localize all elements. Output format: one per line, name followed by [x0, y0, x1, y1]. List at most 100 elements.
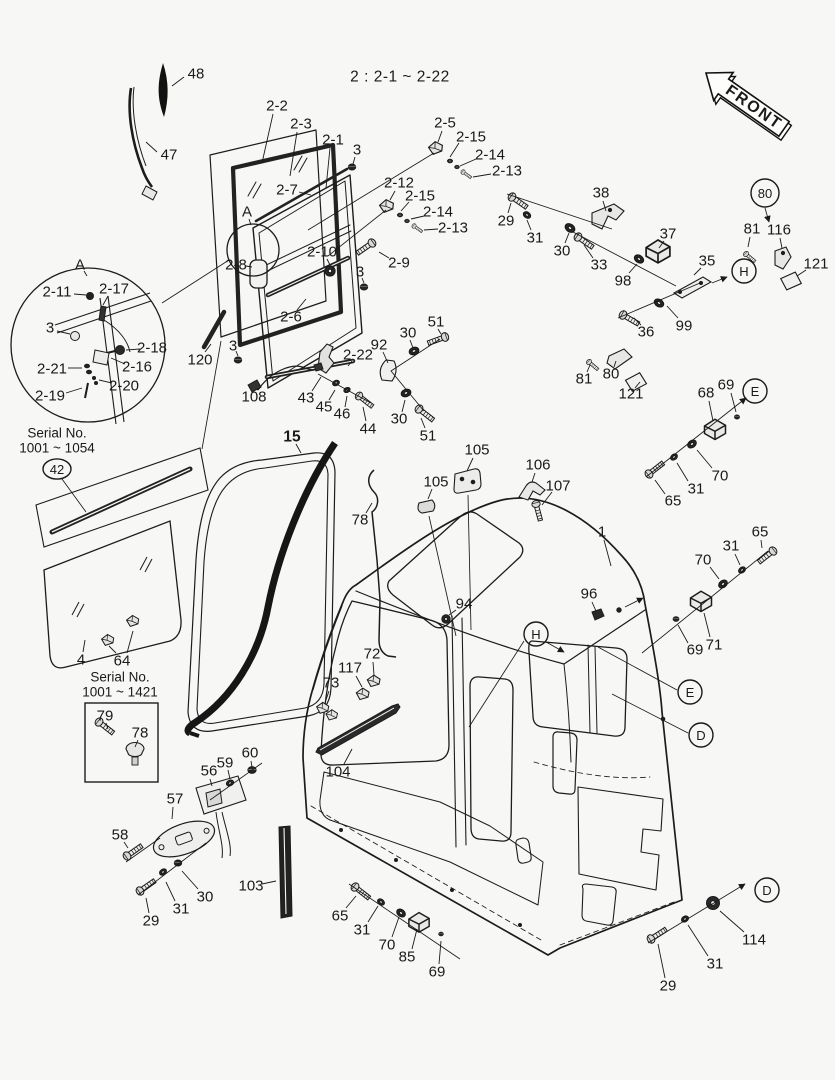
- part-label: 29: [143, 913, 160, 930]
- clip-96: [591, 608, 605, 621]
- leader-line: [703, 612, 711, 638]
- leader-line: [209, 778, 213, 787]
- leader-line: [586, 364, 591, 373]
- part-label: 60: [242, 745, 259, 762]
- leader-line: [472, 173, 492, 178]
- window-handle: [249, 259, 268, 289]
- leader-line: [289, 131, 298, 177]
- plate-57: [152, 820, 216, 858]
- part-label: 36: [638, 324, 655, 341]
- leader-line: [613, 360, 617, 368]
- part-label: 29: [498, 213, 515, 230]
- leader-line: [325, 690, 330, 701]
- part-label: 85: [399, 949, 416, 966]
- leader-line: [427, 488, 433, 500]
- part-label: 2-13: [492, 163, 522, 180]
- part-label: 2-5: [434, 115, 456, 132]
- part-label: 2-10: [307, 244, 337, 261]
- switch-plate-cluster: [121, 766, 257, 898]
- part-label: 117: [338, 660, 362, 677]
- rear-panel: [577, 786, 664, 891]
- part-label: 31: [707, 956, 724, 973]
- leader-line: [352, 156, 356, 165]
- part-label: 80: [603, 366, 620, 383]
- serial-note-line: Serial No.: [90, 670, 149, 685]
- leader-line: [328, 389, 336, 401]
- part-label: 70: [695, 552, 712, 569]
- leader-line: [602, 200, 607, 212]
- wiper-assembly: [128, 63, 168, 201]
- part-label: 35: [699, 253, 716, 270]
- leader-line: [311, 376, 322, 392]
- part-label: 121: [618, 386, 643, 403]
- part-label: 3: [353, 142, 361, 159]
- leader-line: [344, 395, 348, 408]
- part-label: 116: [767, 222, 791, 239]
- leader-line: [250, 760, 253, 768]
- part-label: 92: [371, 337, 388, 354]
- leader-line: [362, 406, 367, 422]
- part-label: 2-11: [43, 284, 72, 301]
- part-label: 2-21: [37, 361, 67, 378]
- part-label: 65: [752, 524, 769, 541]
- part-label: 65: [332, 908, 349, 925]
- part-label: 51: [420, 428, 437, 445]
- leader-line: [708, 400, 714, 422]
- leader-line: [235, 350, 239, 357]
- door-seal: [184, 441, 338, 738]
- leader-line: [382, 351, 389, 364]
- part-label: 64: [114, 653, 131, 670]
- leader-line: [298, 191, 312, 196]
- part-label: 71: [706, 637, 723, 654]
- part-label: A: [75, 257, 85, 274]
- ref-circle-label: D: [762, 883, 771, 898]
- trim-swoosh: [184, 441, 338, 737]
- leader-line: [165, 881, 176, 902]
- leader-line: [261, 113, 274, 164]
- part-label: 65: [665, 493, 682, 510]
- part-label: 31: [723, 538, 740, 555]
- leader-line: [666, 305, 679, 319]
- part-label: 2-17: [99, 281, 129, 298]
- wire-108: [257, 365, 318, 391]
- lower-window-glass: [43, 520, 182, 669]
- part-label: 2-1: [322, 132, 344, 149]
- front-direction-arrow: FRONT: [704, 71, 793, 142]
- ref-circle-label: E: [686, 685, 695, 700]
- part-label: 105: [464, 442, 489, 459]
- leader-line: [227, 769, 231, 780]
- leader-line: [83, 270, 88, 277]
- part-label: 70: [712, 468, 729, 485]
- ref-circle-label: H: [739, 264, 748, 279]
- part-label: 2-2: [266, 98, 288, 115]
- leader-line: [65, 387, 83, 394]
- bracket-116: [774, 246, 792, 270]
- leader-line: [634, 381, 641, 389]
- window-seal: [230, 142, 344, 348]
- leader-line: [410, 215, 425, 220]
- part-label: 79: [97, 708, 114, 725]
- leader-line: [361, 277, 365, 284]
- part-label: 2-14: [475, 147, 505, 164]
- part-label: 47: [161, 147, 178, 164]
- part-label: 2-18: [137, 340, 167, 357]
- leader-line: [98, 379, 113, 384]
- part-label: 73: [323, 675, 340, 692]
- part-label: 2-9: [388, 255, 410, 272]
- leader-line: [628, 263, 638, 274]
- leader-line: [734, 553, 741, 566]
- part-label: 2-6: [280, 309, 302, 326]
- part-label: 56: [201, 763, 218, 780]
- leader-line: [391, 916, 400, 938]
- strip-35: [672, 276, 713, 299]
- wiper-blade: [158, 63, 168, 117]
- leader-line: [796, 269, 807, 277]
- leader-line: [355, 675, 363, 688]
- part-label: 33: [591, 257, 608, 274]
- part-label: 69: [687, 642, 704, 659]
- windshield-opening: [320, 600, 450, 766]
- leader-line: [108, 645, 117, 654]
- leader-line: [82, 639, 86, 653]
